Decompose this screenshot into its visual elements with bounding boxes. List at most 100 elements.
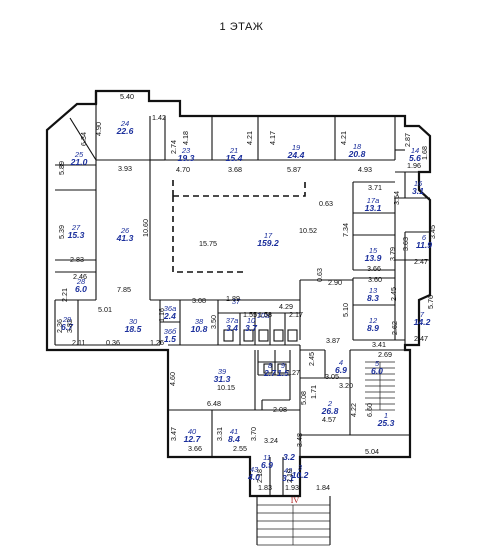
room-number: 5 <box>375 359 380 368</box>
room-area: 25.3 <box>377 418 395 428</box>
dimension-label: 5.89 <box>57 161 66 175</box>
room-number: 12 <box>369 316 378 325</box>
dimension-label: 5.08 <box>299 391 308 405</box>
room-number: 13 <box>369 286 378 295</box>
dimension-label: 2.18 <box>255 469 264 483</box>
room-number: 39 <box>218 367 227 376</box>
room-number: 8 <box>268 361 273 370</box>
dimension-label: 1.42 <box>152 113 166 122</box>
dimension-label: 6.34 <box>79 132 88 146</box>
dimension-label: 5.76 <box>426 295 435 309</box>
dimension-label: 3.60 <box>368 275 382 284</box>
dimension-label: 5.10 <box>341 303 350 317</box>
room-number: 10 <box>247 316 256 325</box>
room-area: 6.9 <box>261 460 273 470</box>
room-number: 37 <box>232 297 241 306</box>
room-number: 15 <box>369 246 378 255</box>
dimension-label: 2.74 <box>169 140 178 154</box>
room-area: 18.5 <box>125 324 142 334</box>
dimension-label: 3.93 <box>118 164 132 173</box>
dimension-label: 1.93 <box>285 483 299 492</box>
room-area: 3.2 <box>283 452 295 462</box>
room-number: 2 <box>327 399 333 408</box>
room-area: 26.8 <box>321 406 339 416</box>
dimension-label: 3.70 <box>249 427 258 441</box>
dimension-label: 1.16 <box>157 308 166 322</box>
room-number: 24 <box>120 119 129 128</box>
room-number: 11 <box>263 453 271 462</box>
dimension-label: 5.87 <box>287 165 301 174</box>
dimension-label: 4.18 <box>181 131 190 145</box>
room-area: 10.8 <box>191 324 208 334</box>
dimension-label: 2.47 <box>414 257 428 266</box>
dimension-label: 3.82 <box>65 319 74 333</box>
dimension-label: 5.04 <box>365 447 379 456</box>
dimension-label: 2.45 <box>307 352 316 366</box>
room-area: 41.3 <box>116 233 134 243</box>
dimension-label: 3.41 <box>372 340 386 349</box>
dimension-label: 3.45 <box>428 225 437 239</box>
dimension-label: 2.62 <box>390 321 399 335</box>
room-area: 19.3 <box>178 153 195 163</box>
dimension-label: 15.75 <box>199 239 217 248</box>
room-area: 3.4 <box>226 323 238 333</box>
dimension-label: 2.55 <box>233 444 247 453</box>
dimension-label: 1.55 <box>243 310 257 319</box>
room-number: 42 <box>284 466 293 475</box>
sanitary-fixtures <box>223 329 298 374</box>
room-area: 3.7 <box>245 323 258 333</box>
dimension-label: 4.57 <box>322 415 336 424</box>
room-number: 38 <box>195 317 204 326</box>
dimension-label: 3.24 <box>264 436 278 445</box>
dimension-label: 3.71 <box>368 183 382 192</box>
dimension-label: 1.27 <box>286 368 300 377</box>
room-area: 6.7 <box>61 322 74 332</box>
section-mark: IV <box>291 496 300 505</box>
floor-title: 1 ЭТАЖ <box>219 21 264 33</box>
dimension-label: 2.08 <box>273 405 287 414</box>
dimension-label: 3.48 <box>295 433 304 447</box>
dimension-label: 4.21 <box>245 131 254 145</box>
dimension-label: 5.39 <box>57 225 66 239</box>
dimension-label: 4.93 <box>358 165 372 174</box>
dimension-label: 4.70 <box>176 165 190 174</box>
staircase-east <box>365 361 395 411</box>
dimension-label: 7.85 <box>117 285 131 294</box>
dimension-label: 3.31 <box>215 427 224 441</box>
dimension-label: 10.52 <box>299 226 317 235</box>
room-area: 159.2 <box>257 238 279 248</box>
room-number: 40 <box>188 427 197 436</box>
dimension-label: 3.87 <box>326 336 340 345</box>
room-number: 41 <box>230 427 238 436</box>
room-number: 17а <box>367 196 380 205</box>
room-area: 6.0 <box>75 284 87 294</box>
dimension-label: 2.47 <box>414 334 428 343</box>
room-area: 6.9 <box>335 365 347 375</box>
dimension-label: 1.68 <box>420 146 429 160</box>
room-area: 14.2 <box>414 317 431 327</box>
dimension-label: 2.19 <box>285 469 294 483</box>
dimension-label: 6.60 <box>365 403 374 417</box>
dimension-label: 2.11 <box>72 338 85 347</box>
room-area: 13.9 <box>365 253 382 263</box>
dimension-label: 0.36 <box>106 338 120 347</box>
hall-outline <box>172 178 306 273</box>
room-number: 16 <box>414 179 423 188</box>
room-number: 25 <box>74 150 84 159</box>
dimension-label: 2.87 <box>403 133 412 147</box>
dimension-label: 2.69 <box>378 350 392 359</box>
room-number: 3 <box>298 463 303 472</box>
room-area: 31.3 <box>214 374 231 384</box>
room-area: 11.9 <box>416 240 432 250</box>
dimension-label: 4.90 <box>94 122 103 136</box>
dimension-label: 3.63 <box>401 237 410 251</box>
room-area: 8.3 <box>367 293 379 303</box>
room-number: 36а <box>164 304 177 313</box>
room-area: 1.5 <box>277 368 289 378</box>
room-area: 2.4 <box>163 311 176 321</box>
room-area: 21.0 <box>70 157 88 167</box>
room-number: 19 <box>292 143 301 152</box>
dimension-label: 3.08 <box>192 296 206 305</box>
room-area: 13.1 <box>365 203 382 213</box>
dimension-label: 2.17 <box>289 310 303 319</box>
